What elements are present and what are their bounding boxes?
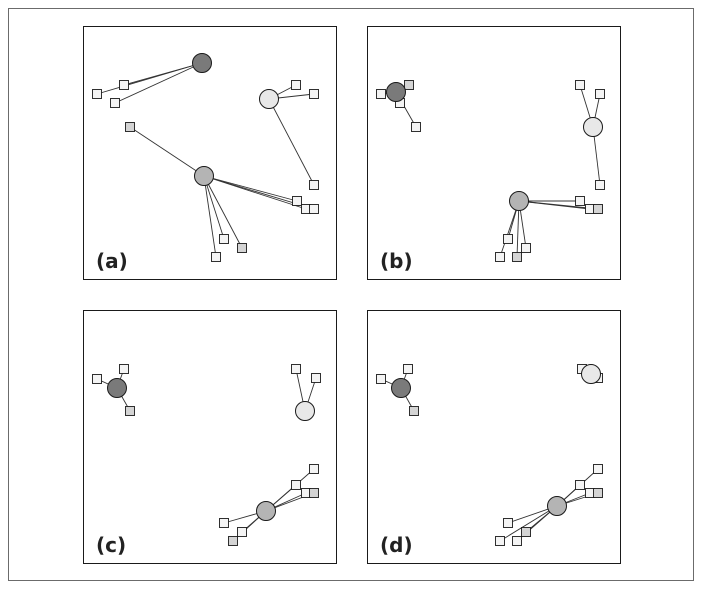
graph-c	[92, 364, 321, 546]
hub-circle-node	[547, 496, 567, 516]
panel-label-a: (a)	[96, 249, 128, 273]
hub-circle-node	[509, 191, 529, 211]
leaf-square-node	[403, 364, 413, 374]
leaf-square-node	[521, 243, 531, 253]
leaf-square-node	[521, 527, 531, 537]
leaf-square-node	[512, 536, 522, 546]
hub-circle-node	[194, 166, 214, 186]
leaf-square-node	[291, 480, 301, 490]
leaf-square-node	[595, 89, 605, 99]
leaf-square-node	[292, 196, 302, 206]
leaf-square-node	[593, 464, 603, 474]
leaf-square-node	[291, 80, 301, 90]
panel-d: (d)	[367, 310, 621, 564]
hub-circle-node	[192, 53, 212, 73]
panel-label-b: (b)	[380, 249, 413, 273]
graph-d	[376, 364, 603, 546]
leaf-square-node	[309, 180, 319, 190]
leaf-square-node	[125, 406, 135, 416]
edge	[203, 175, 298, 202]
leaf-square-node	[119, 80, 129, 90]
leaf-square-node	[503, 234, 513, 244]
leaf-square-node	[593, 204, 603, 214]
panel-b: (b)	[367, 26, 621, 280]
edge	[123, 62, 203, 86]
leaf-square-node	[119, 364, 129, 374]
leaf-square-node	[575, 80, 585, 90]
leaf-square-node	[595, 180, 605, 190]
leaf-square-node	[291, 364, 301, 374]
edge	[129, 126, 205, 177]
hub-circle-node	[107, 378, 127, 398]
leaf-square-node	[219, 234, 229, 244]
leaf-square-node	[409, 406, 419, 416]
leaf-square-node	[228, 536, 238, 546]
panel-label-d: (d)	[380, 533, 413, 557]
leaf-square-node	[92, 89, 102, 99]
graph-a	[92, 53, 319, 262]
edge	[518, 200, 599, 210]
leaf-square-node	[110, 98, 120, 108]
hub-circle-node	[583, 117, 603, 137]
leaf-square-node	[309, 204, 319, 214]
leaf-square-node	[593, 488, 603, 498]
leaf-square-node	[237, 243, 247, 253]
edge	[268, 98, 315, 186]
leaf-square-node	[404, 80, 414, 90]
hub-circle-node	[295, 401, 315, 421]
leaf-square-node	[219, 518, 229, 528]
panel-label-c: (c)	[96, 533, 127, 557]
leaf-square-node	[125, 122, 135, 132]
leaf-square-node	[376, 374, 386, 384]
hub-circle-node	[581, 364, 601, 384]
leaf-square-node	[495, 252, 505, 262]
graph-b	[376, 80, 605, 262]
hub-circle-node	[386, 82, 406, 102]
edge	[203, 175, 225, 240]
leaf-square-node	[237, 527, 247, 537]
leaf-square-node	[309, 464, 319, 474]
edge	[203, 175, 243, 249]
leaf-square-node	[503, 518, 513, 528]
hub-circle-node	[259, 89, 279, 109]
hub-circle-node	[256, 501, 276, 521]
panel-c: (c)	[83, 310, 337, 564]
leaf-square-node	[311, 373, 321, 383]
leaf-square-node	[376, 89, 386, 99]
leaf-square-node	[211, 252, 221, 262]
edge	[114, 62, 203, 104]
leaf-square-node	[92, 374, 102, 384]
leaf-square-node	[495, 536, 505, 546]
hub-circle-node	[391, 378, 411, 398]
edge	[499, 505, 558, 542]
leaf-square-node	[575, 196, 585, 206]
leaf-square-node	[309, 89, 319, 99]
leaf-square-node	[512, 252, 522, 262]
leaf-square-node	[575, 480, 585, 490]
panel-a: (a)	[83, 26, 337, 280]
leaf-square-node	[411, 122, 421, 132]
leaf-square-node	[309, 488, 319, 498]
edge	[203, 175, 217, 258]
